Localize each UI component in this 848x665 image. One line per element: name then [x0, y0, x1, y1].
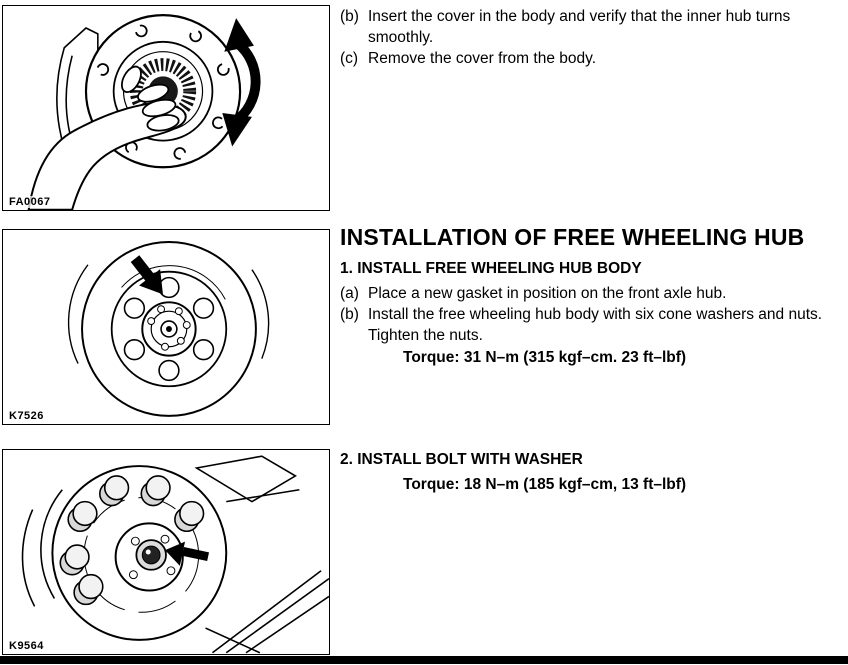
figure-code: K7526 — [7, 410, 46, 422]
hub-studs — [59, 475, 205, 606]
step-text: Place a new gasket in position on the fr… — [368, 285, 727, 302]
torque-spec: Torque: 31 N–m (315 kgf–cm. 23 ft–lbf) — [403, 349, 687, 366]
rotation-arrow-icon — [222, 18, 261, 147]
pointer-arrow-icon — [130, 255, 163, 295]
step-label: (b) — [340, 8, 359, 25]
illustration-bolt-with-washer — [21, 455, 329, 654]
step2-section: 2. INSTALL BOLT WITH WASHER Torque: 18 N… — [340, 449, 846, 495]
step-label: (b) — [340, 306, 359, 323]
hub-body — [141, 301, 197, 357]
figure-panel-free-hub-cover-check: FA0067 — [2, 5, 330, 211]
illustration-free-wheeling-hub-body — [67, 241, 270, 417]
step-text: Install the free wheeling hub body with … — [368, 306, 823, 344]
section-title: INSTALLATION OF FREE WHEELING HUB — [340, 224, 805, 250]
figure-panel-bolt-install: K9564 — [2, 449, 330, 655]
page-bottom-rule — [0, 656, 848, 664]
step-text: Insert the cover in the body and verify … — [368, 8, 791, 46]
step-item-b: (b) Insert the cover in the body and ver… — [340, 6, 846, 48]
figure-code: FA0067 — [7, 196, 53, 208]
hand-illustration — [27, 65, 187, 210]
step-item-c: (c) Remove the cover from the body. — [340, 48, 846, 69]
step-label: (c) — [340, 50, 359, 67]
lug-holes — [123, 276, 215, 382]
step-text: Remove the cover from the body. — [368, 50, 597, 67]
installation-section: INSTALLATION OF FREE WHEELING HUB 1. INS… — [340, 224, 846, 368]
rim-c-marks — [96, 24, 230, 160]
torque-spec: Torque: 18 N–m (185 kgf–cm, 13 ft–lbf) — [403, 476, 687, 493]
pointer-arrow-icon — [165, 541, 210, 566]
step-item-a: (a) Place a new gasket in position on th… — [340, 283, 846, 304]
step1-heading: 1. INSTALL FREE WHEELING HUB BODY — [340, 260, 642, 277]
bolt-and-washer — [114, 522, 184, 592]
step2-heading: 2. INSTALL BOLT WITH WASHER — [340, 451, 583, 468]
step-item-b: (b) Install the free wheeling hub body w… — [340, 304, 846, 346]
figure-code: K9564 — [7, 640, 46, 652]
figure-panel-hub-body-install: K7526 — [2, 229, 330, 425]
illustration-hand-turning-inner-hub — [27, 14, 261, 210]
step-label: (a) — [340, 285, 359, 302]
cover-check-steps: (b) Insert the cover in the body and ver… — [340, 6, 846, 69]
